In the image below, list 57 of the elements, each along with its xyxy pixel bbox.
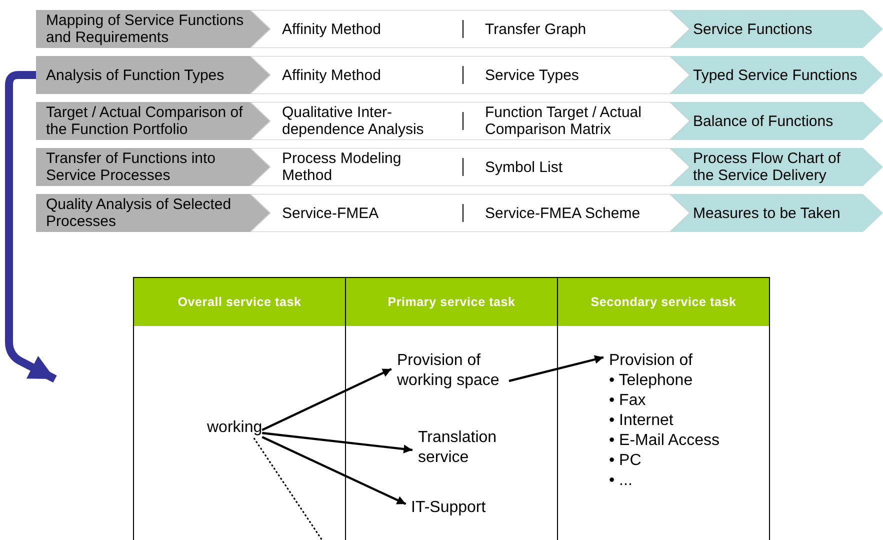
tool-label: Function Target / Actual Comparison Matrix [485, 104, 642, 138]
column-header: Overall service task [134, 278, 345, 326]
method-label: Service-FMEA [282, 204, 380, 222]
step-panel [36, 10, 270, 48]
table-column [557, 277, 770, 540]
list-item: • E-Mail Access [609, 431, 720, 451]
result-label: Typed Service Functions [693, 66, 858, 84]
task-label: Provision of working space [397, 351, 509, 391]
tool-label: Symbol List [485, 158, 564, 176]
result-panel [670, 148, 883, 186]
list-item: • Telephone [609, 371, 694, 391]
arrow [262, 436, 406, 505]
list-item: • PC [609, 451, 642, 471]
result-panel [670, 10, 883, 48]
result-label: Balance of Functions [693, 112, 834, 130]
column-header: Secondary service task [558, 278, 769, 326]
method-panel [250, 10, 690, 48]
arrow [5, 71, 57, 383]
step-panel [36, 194, 270, 232]
step-label: Analysis of Function Types [46, 66, 226, 84]
result-label: Process Flow Chart of the Service Delivery [693, 150, 842, 184]
arrow [262, 368, 392, 431]
task-label: Translation service [418, 428, 530, 468]
tool-label: Service-FMEA Scheme [485, 204, 642, 222]
method-panel [250, 56, 690, 94]
list-item: • Fax [609, 391, 647, 411]
step-panel [36, 56, 270, 94]
result-panel [670, 102, 883, 140]
list-item: Provision of [609, 351, 694, 371]
arrow [262, 432, 413, 454]
table-column [133, 277, 346, 540]
step-panel [36, 148, 270, 186]
tool-label: Service Types [485, 66, 580, 84]
arrow [508, 355, 604, 382]
method-panel [250, 102, 690, 140]
method-label: Affinity Method [282, 20, 382, 38]
method-label: Affinity Method [282, 66, 382, 84]
dashed-line [253, 438, 323, 540]
list-item: • ... [609, 471, 634, 491]
result-panel [670, 56, 883, 94]
method-panel [250, 194, 690, 232]
method-panel [250, 148, 690, 186]
step-label: Mapping of Service Functions and Requirements [46, 12, 245, 46]
result-panel [670, 194, 883, 232]
step-label: Quality Analysis of Selected Processes [46, 196, 232, 230]
tool-label: Transfer Graph [485, 20, 588, 38]
method-label: Qualitative Inter-dependence Analysis [282, 104, 425, 138]
task-label: working [207, 418, 262, 438]
column-header: Primary service task [346, 278, 557, 326]
step-label: Transfer of Functions into Service Processes [46, 150, 217, 184]
task-label: IT-Support [411, 498, 486, 518]
step-label: Target / Actual Comparison of the Function Portfolio [46, 104, 244, 138]
result-label: Measures to be Taken [693, 204, 842, 222]
step-panel [36, 102, 270, 140]
method-label: Process Modeling Method [282, 150, 402, 184]
result-label: Service Functions [693, 20, 814, 38]
list-item: • Internet [609, 411, 674, 431]
